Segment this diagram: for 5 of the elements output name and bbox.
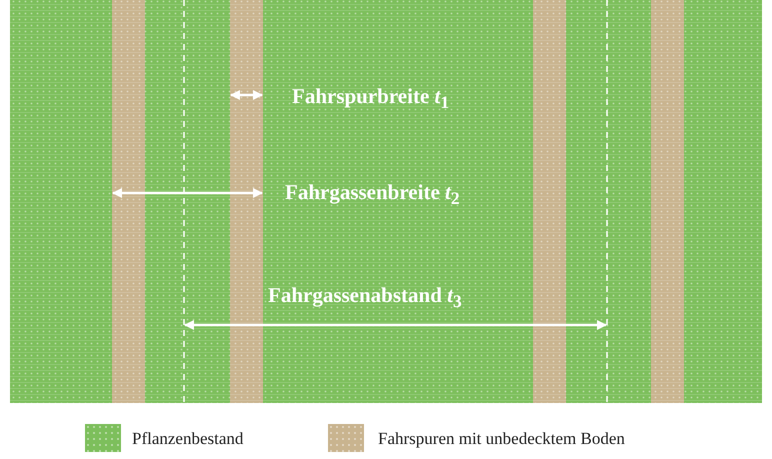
dimension-label: Fahrspurbreite t$_{1}$ [292,86,450,112]
dimension-label: Fahrgassenabstand t$_{3}$ [268,285,462,311]
legend-label: Pflanzenbestand [132,430,244,447]
legend-label: Fahrspuren mit unbedecktem Boden [378,430,625,447]
dimension-label: Fahrgassenbreite t$_{2}$ [285,182,460,208]
